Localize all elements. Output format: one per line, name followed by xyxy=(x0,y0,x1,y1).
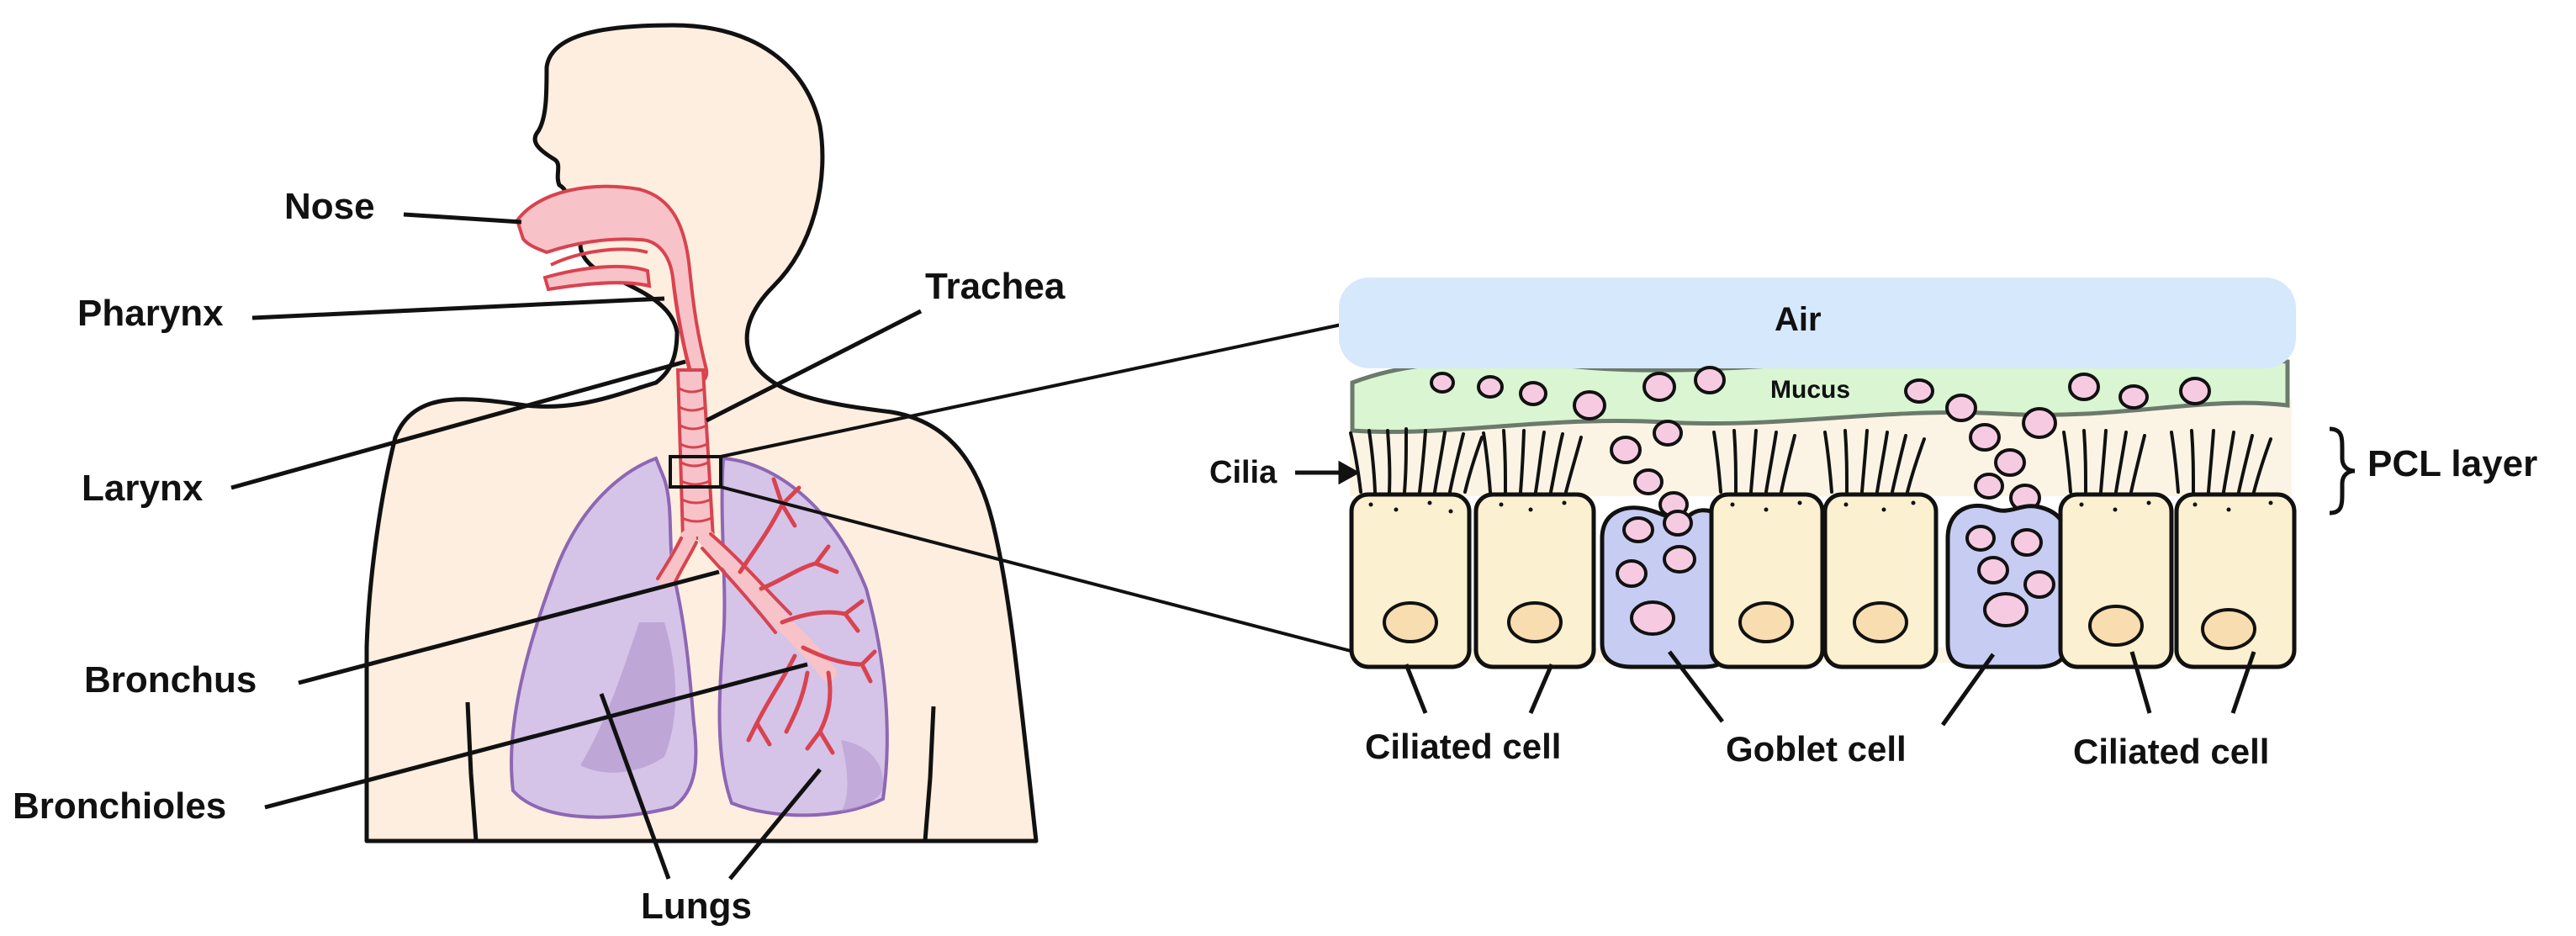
air-layer xyxy=(1339,278,2296,368)
label-goblet-cell: Goblet cell xyxy=(1726,729,1907,769)
cilia xyxy=(1349,427,2272,494)
larynx-leader xyxy=(230,359,686,490)
label-ciliated-cell-right: Ciliated cell xyxy=(2073,732,2269,771)
label-air: Air xyxy=(1775,301,1822,338)
airway-leader-lines xyxy=(1295,426,2356,727)
ciliated-cell-leader-1 xyxy=(1404,664,1428,714)
ciliated-cell-leader-4 xyxy=(2230,651,2256,714)
oral-palate xyxy=(542,264,652,292)
nuclei xyxy=(1383,601,2256,650)
left-arm-line xyxy=(465,701,479,842)
pharynx-leader xyxy=(251,296,665,320)
airway-labels: Air Mucus Cilia PCL layer Ciliated cell … xyxy=(1209,301,2537,771)
lungs-leader-right xyxy=(728,768,822,880)
label-pharynx: Pharynx xyxy=(77,293,224,334)
cilia-arrowhead xyxy=(1338,460,1361,485)
magnified-region-box xyxy=(669,455,722,489)
nose-leader xyxy=(403,212,522,225)
label-bronchioles: Bronchioles xyxy=(13,785,226,827)
label-ciliated-cell-left: Ciliated cell xyxy=(1365,727,1561,766)
ciliated-cell-leader-3 xyxy=(2129,651,2152,714)
zoom-lines xyxy=(720,323,1351,653)
label-nose: Nose xyxy=(284,186,375,227)
label-mucus: Mucus xyxy=(1770,376,1850,404)
left-bronchus xyxy=(659,530,696,589)
ciliated-cell xyxy=(2058,492,2174,669)
airway-epithelium xyxy=(1339,278,2297,669)
label-lungs: Lungs xyxy=(641,886,752,927)
cells xyxy=(1349,492,2297,669)
anatomy-leader-lines xyxy=(230,212,923,880)
bronchioles-leader xyxy=(264,662,808,810)
label-cilia: Cilia xyxy=(1209,455,1277,490)
right-lung-shade xyxy=(841,740,884,812)
bronchioles xyxy=(738,477,877,755)
ciliated-cell xyxy=(1473,492,1596,669)
ciliated-cell xyxy=(1349,492,1472,669)
left-lung-shade xyxy=(580,622,676,773)
anatomy-labels: Nose Pharynx Larynx Trachea Bronchus Bro… xyxy=(13,186,1066,927)
lungs-leader-left xyxy=(599,693,671,880)
label-trachea: Trachea xyxy=(925,266,1066,307)
ciliated-cell xyxy=(1822,492,1939,669)
cell-speckles xyxy=(1368,500,2273,514)
ciliated-cell-leader-2 xyxy=(1528,664,1554,714)
goblet-cell-leader-1 xyxy=(1668,650,1724,723)
pcl-brace xyxy=(2329,426,2356,516)
trachea-leader xyxy=(705,309,923,423)
nasal-turbinate xyxy=(550,247,648,267)
trachea-rings xyxy=(679,387,712,523)
bronchus-leader xyxy=(298,569,720,685)
goblet-granules xyxy=(1616,510,2055,636)
label-bronchus: Bronchus xyxy=(84,659,257,701)
right-arm-line xyxy=(923,706,936,842)
label-pcl-layer: PCL layer xyxy=(2367,443,2537,484)
label-larynx: Larynx xyxy=(82,468,204,509)
goblet-cell-leader-2 xyxy=(1940,653,1996,727)
